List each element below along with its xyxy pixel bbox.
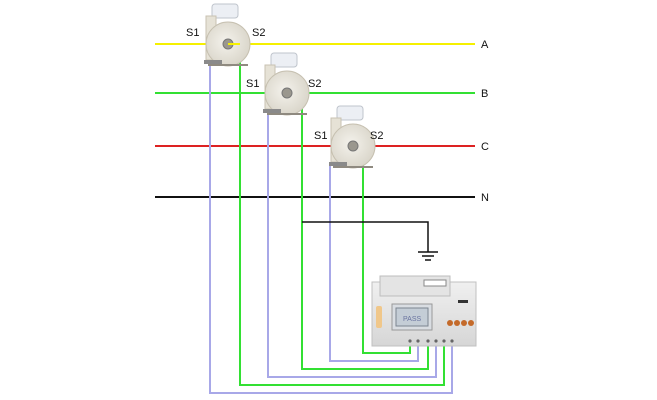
phase-a-label: A (481, 39, 489, 51)
ct-a-s2-wire (239, 55, 445, 386)
ct-b-s1-label: S1 (246, 78, 259, 90)
ct-a-s1-label: S1 (186, 27, 199, 39)
current-transformer-a (204, 3, 251, 67)
ct-a-s1-wire (209, 62, 453, 394)
ct-a-s2-label: S2 (252, 27, 265, 39)
ct-c-s2-wire (362, 160, 411, 354)
ct-c-s1-label: S1 (314, 130, 327, 142)
current-transformer-c (329, 105, 376, 169)
current-transformer-b (263, 52, 310, 116)
phase-b-label: B (481, 88, 488, 100)
ground-icon (418, 251, 438, 261)
ct-c-s2-label: S2 (370, 130, 383, 142)
ct-b-s2-label: S2 (308, 78, 321, 90)
ground-wire (302, 221, 429, 252)
ct-c-s1-wire (329, 165, 419, 362)
ct-b-s2-wire (301, 104, 429, 370)
energy-meter: PASS (371, 275, 477, 347)
phase-n-label: N (481, 192, 489, 204)
phase-c-label: C (481, 141, 489, 153)
meter-display-text: PASS (403, 316, 421, 323)
ct-b-s1-wire (267, 110, 437, 378)
